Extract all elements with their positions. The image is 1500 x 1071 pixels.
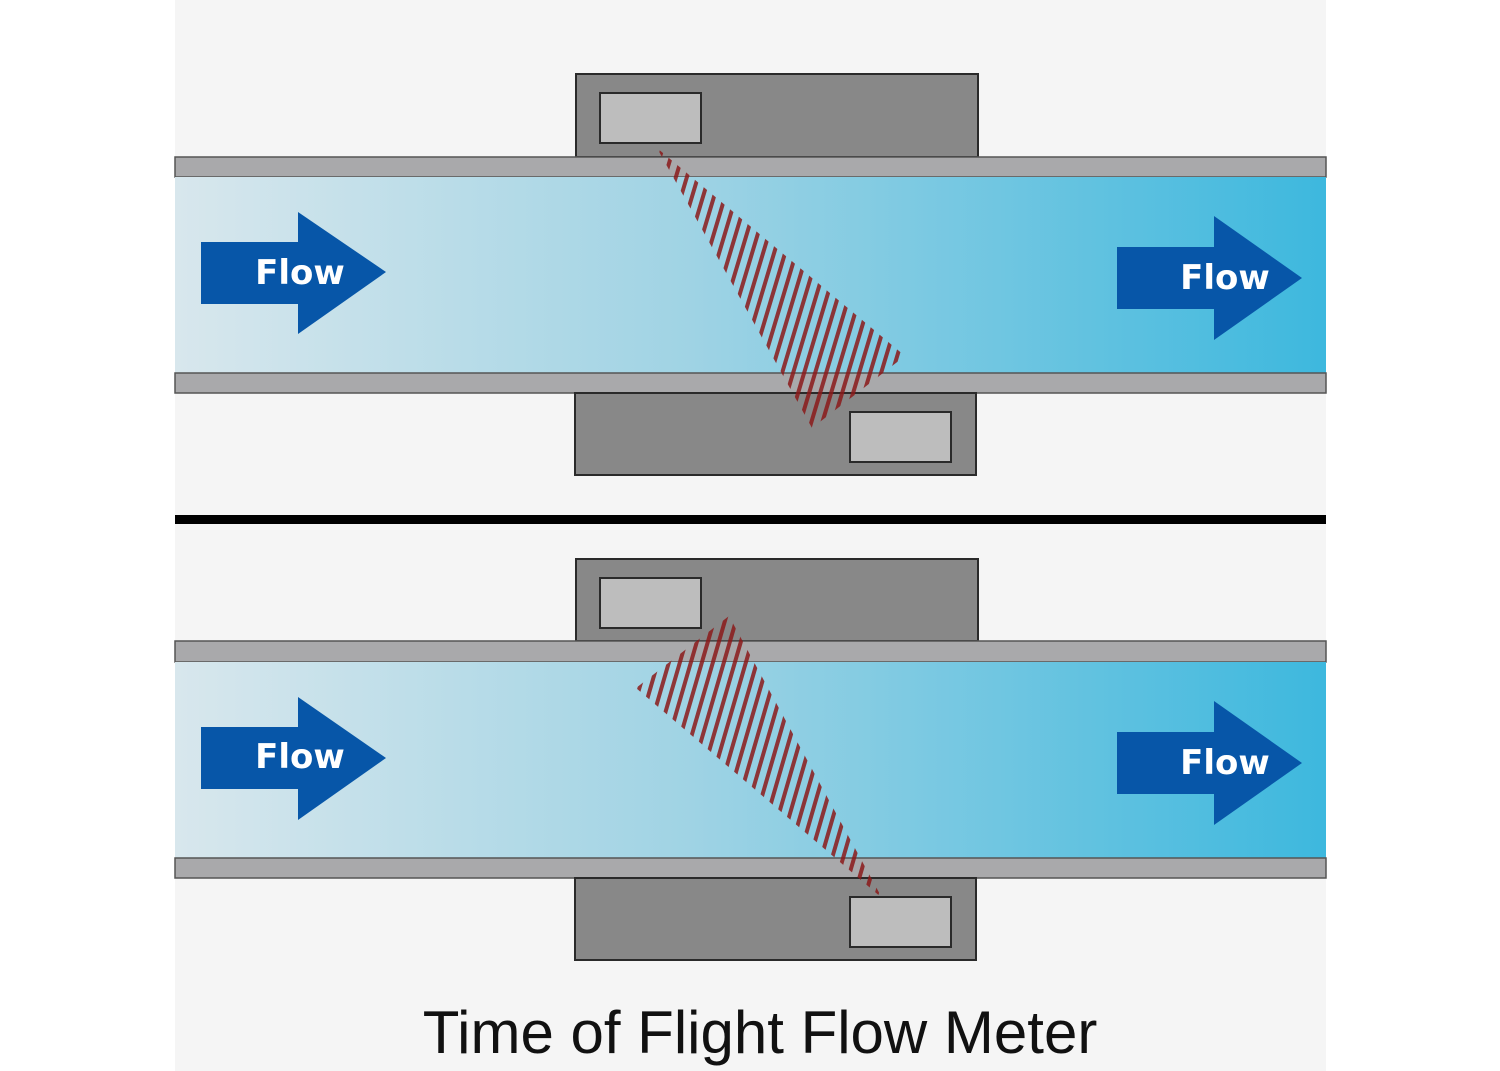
flow-label: Flow: [255, 253, 345, 293]
diagram-title: Time of Flight Flow Meter: [423, 999, 1098, 1066]
flow-arrow-right: Flow: [1117, 216, 1302, 340]
pipe-top-wall: [174, 640, 1327, 663]
flow-arrow-left: Flow: [201, 697, 386, 820]
panel-divider: [175, 515, 1326, 524]
beam-stripe: [657, 148, 700, 428]
flow-arrow-right: Flow: [1117, 701, 1302, 825]
upper-transducer-element: [599, 92, 702, 144]
pipe-top-wall: [174, 156, 1327, 178]
upper-transducer-element: [599, 577, 702, 629]
flow-label: Flow: [1180, 258, 1270, 298]
panel-top: Flow Flow: [174, 73, 1327, 476]
flow-label: Flow: [255, 737, 345, 777]
beam-stripe: [837, 616, 882, 898]
pipe-bottom-wall: [174, 372, 1327, 394]
panel-bottom: Flow Flow: [174, 558, 1327, 961]
lower-transducer-element: [849, 411, 952, 463]
flow-arrow-left: Flow: [201, 212, 386, 334]
pipe-bottom-wall: [174, 857, 1327, 879]
lower-transducer-element: [849, 896, 952, 948]
flow-label: Flow: [1180, 743, 1270, 783]
